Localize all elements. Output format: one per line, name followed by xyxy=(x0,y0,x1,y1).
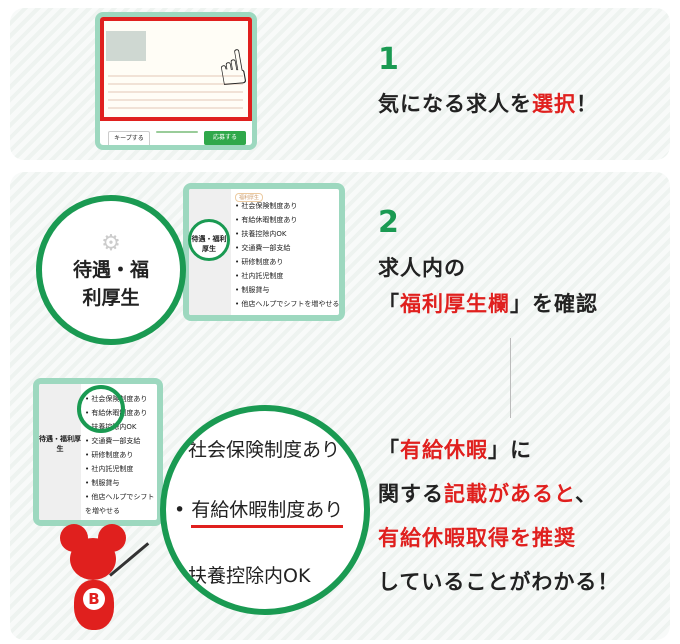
benefit-item: • 社会保険制度あり xyxy=(235,202,298,210)
x5: 記載があると xyxy=(444,482,576,506)
step1-text-b: ！ xyxy=(576,92,598,116)
zoom-item-1: 社会保険制度あり xyxy=(188,439,341,461)
magnified-circle: 社会保険制度あり • 有給休暇制度あり 扶養控除内OK xyxy=(160,405,370,615)
explain-line2: 関する記載があると、 xyxy=(378,472,619,516)
listing-photo xyxy=(106,31,146,61)
x6: 、 xyxy=(575,482,598,506)
benefits-card-top: 福利厚生 • 社会保険制度あり • 有給休暇制度あり • 扶養控除内OK • 交通費一… xyxy=(183,183,345,321)
benefit-item: • 研修制度あり xyxy=(85,451,134,459)
connector-line xyxy=(510,338,511,418)
bracket-open: 「 xyxy=(378,292,400,316)
mascot-letter: B xyxy=(83,588,105,610)
category-zoom-label: 待遇・福利厚生 xyxy=(72,259,149,309)
x1: 「 xyxy=(378,438,400,462)
mascot-mouse: B xyxy=(60,524,150,644)
x2: 有給休暇 xyxy=(400,438,488,462)
job-listing-thumbnail: キープする 応募する xyxy=(95,12,257,150)
benefit-item: • 他店ヘルプでシフトを増やせる xyxy=(85,493,155,515)
keep-button[interactable]: キープする xyxy=(108,131,150,145)
apply-button[interactable]: 応募する xyxy=(204,131,246,145)
card-sidebar-bottom: 待遇・福利厚生 xyxy=(39,384,81,520)
listing-lines xyxy=(108,69,243,114)
explain-line1: 「有給休暇」に xyxy=(378,428,619,472)
benefit-item: • 社内託児制度 xyxy=(235,272,284,280)
benefit-item: • 研修制度あり xyxy=(235,258,284,266)
benefit-item: • 社内託児制度 xyxy=(85,465,134,473)
benefit-item: • 交通費一部支給 xyxy=(85,437,141,445)
explain-line3: 有給休暇取得を推奨 xyxy=(378,526,576,550)
gear-icon: ⚙ xyxy=(101,231,121,256)
step2-line2-end: 」を確認 xyxy=(510,292,598,316)
card-category-label: 待遇・福利厚生 xyxy=(39,435,81,453)
step2-line2: 「福利厚生欄」を確認 xyxy=(378,286,598,322)
benefit-item: • 制服貸与 xyxy=(85,479,120,487)
category-zoom-circle: ⚙ 待遇・福利厚生 xyxy=(36,195,186,345)
x4: 関する xyxy=(378,482,444,506)
benefit-item: • 制服貸与 xyxy=(235,286,270,294)
explanation-text: 「有給休暇」に 関する記載があると、 有給休暇取得を推奨 していることがわかる！ xyxy=(378,428,619,604)
benefits-badge: 福利厚生 xyxy=(235,193,264,202)
step2-line1: 求人内の xyxy=(378,256,466,280)
zoom-item-3: 扶養控除内OK xyxy=(188,565,311,587)
benefit-item: • 他店ヘルプでシフトを増やせる xyxy=(235,300,340,308)
benefit-item: • 有給休暇制度あり xyxy=(235,216,298,224)
step2-highlight: 福利厚生欄 xyxy=(400,292,510,316)
benefit-item: • 扶養控除内OK xyxy=(235,230,287,238)
step1-highlight: 選択 xyxy=(532,92,576,116)
step1-number: 1 xyxy=(378,42,399,77)
x3: 」に xyxy=(488,438,532,462)
zoom-item-2: • 有給休暇制度あり xyxy=(174,495,344,528)
small-zoom-circle xyxy=(77,385,125,433)
inquiry-button[interactable] xyxy=(156,131,198,133)
selected-listing-frame xyxy=(100,17,252,121)
step2-number: 2 xyxy=(378,205,399,240)
small-category-label: 待遇・福利厚生 xyxy=(191,235,227,253)
step2-text: 求人内の 「福利厚生欄」を確認 xyxy=(378,250,598,322)
step1-text-a: 気になる求人を xyxy=(378,92,532,116)
small-category-circle: 待遇・福利厚生 xyxy=(188,219,230,261)
explain-line4: していることがわかる！ xyxy=(378,570,620,594)
benefits-list: • 社会保険制度あり • 有給休暇制度あり • 扶養控除内OK • 交通費一部支給 • … xyxy=(235,199,339,311)
benefit-item: • 交通費一部支給 xyxy=(235,244,291,252)
zoom-item-2-text: 有給休暇制度あり xyxy=(191,499,344,528)
step1-text: 気になる求人を選択！ xyxy=(378,86,598,122)
